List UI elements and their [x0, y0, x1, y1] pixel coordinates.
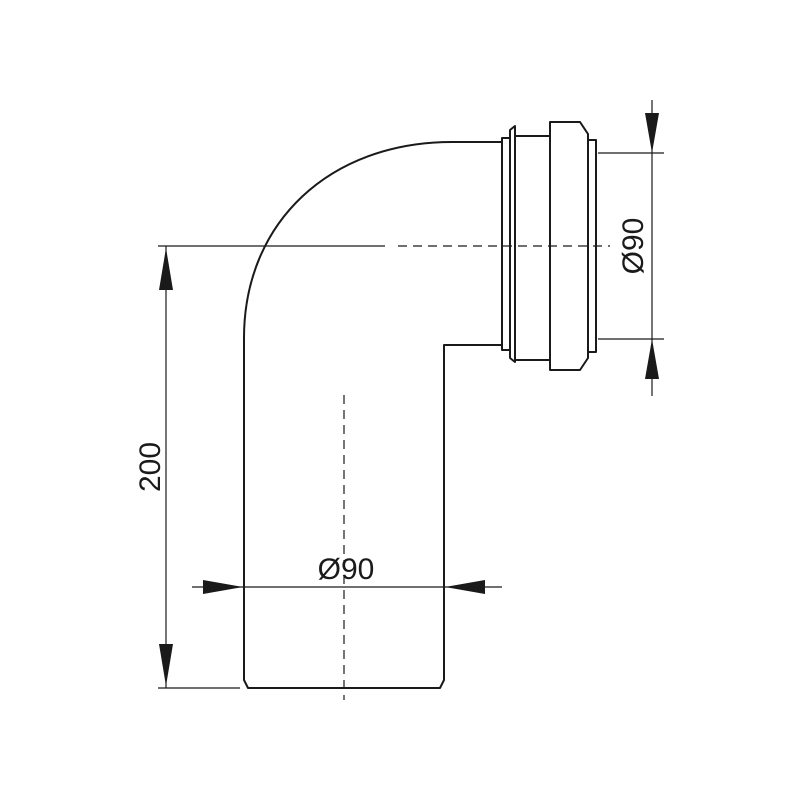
side-diameter-arrow-top [645, 113, 659, 153]
socket-inner-collar [501, 137, 511, 351]
height-arrow-bottom [159, 644, 173, 686]
socket-flange [509, 125, 516, 363]
height-label: 200 [134, 442, 167, 492]
height-arrow-top [159, 248, 173, 290]
socket-seal-ring [549, 121, 589, 371]
side-diameter-arrow-bottom [645, 339, 659, 379]
elbow-pipe-outline [243, 141, 503, 689]
height-dimension: 200 [134, 245, 385, 689]
side-diameter-dimension: Ø90 [598, 100, 664, 396]
socket-body [514, 135, 551, 361]
bottom-diameter-arrow-right [445, 580, 485, 594]
bottom-diameter-arrow-left [203, 580, 243, 594]
bottom-diameter-dimension: Ø90 [192, 553, 502, 594]
side-diameter-label: Ø90 [617, 218, 650, 275]
bottom-diameter-label: Ø90 [318, 553, 375, 586]
